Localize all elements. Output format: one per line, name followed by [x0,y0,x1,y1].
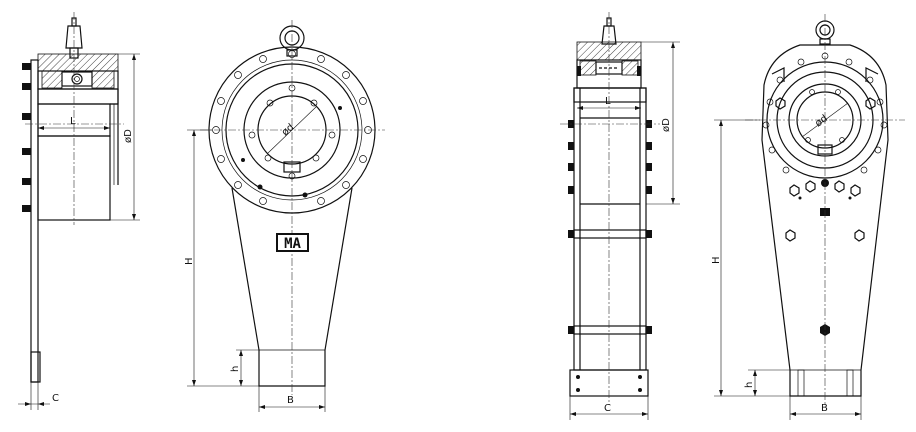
view3-dim-L: L [577,96,641,110]
view3-dim-D: øD [641,41,680,205]
view3-dim-C-label: C [604,403,611,414]
view4-hex-nuts [775,97,876,242]
view3-dim-C: C [569,396,649,420]
view1-dim-C: C [18,382,59,410]
view2-dim-h: h [230,349,259,386]
view2-dim-H-label: H [184,257,195,265]
view4-body-outline [761,44,889,397]
view1-bolt-heads [22,63,31,212]
view2-dim-d-label: ød [280,122,297,138]
view4-bolt-holes [762,52,888,174]
view4-dim-B-label: B [821,403,828,414]
view4-dim-H-label: H [711,256,722,264]
view1-dim-L: L [38,116,110,130]
view4-dim-h: h [744,369,790,396]
view2-front: ød MA H h [184,20,385,412]
view4-dim-h-label: h [744,382,755,388]
view1-top-flange [37,53,119,72]
view2-dim-H: H [184,129,259,387]
view2-dim-B: B [258,386,326,412]
view4-front: ød H h B [711,14,905,420]
view1-dim-D-label: øD [123,129,134,143]
view3-dim-D-label: øD [661,118,672,132]
view1-plate-foot [30,351,41,383]
view1-dim-C-label: C [52,393,59,404]
view2-ma-mark: MA [276,233,309,252]
view2-ma-text: MA [284,236,301,252]
view2-dim-h-label: h [230,366,241,372]
view2-dim-B-label: B [287,395,294,406]
view1-dim-L-label: L [70,116,76,127]
view1-side-section: L øD C [18,12,140,410]
view1-dim-D: øD [110,53,140,221]
view3-frame [573,87,647,371]
view3-dim-L-label: L [605,96,611,107]
view1-flange-ring [37,88,119,105]
view3-side-frame: L øD C [560,12,680,420]
view1-mount-plate [30,59,39,383]
view4-dim-H: H [711,119,790,397]
view4-dim-B: B [789,396,862,420]
